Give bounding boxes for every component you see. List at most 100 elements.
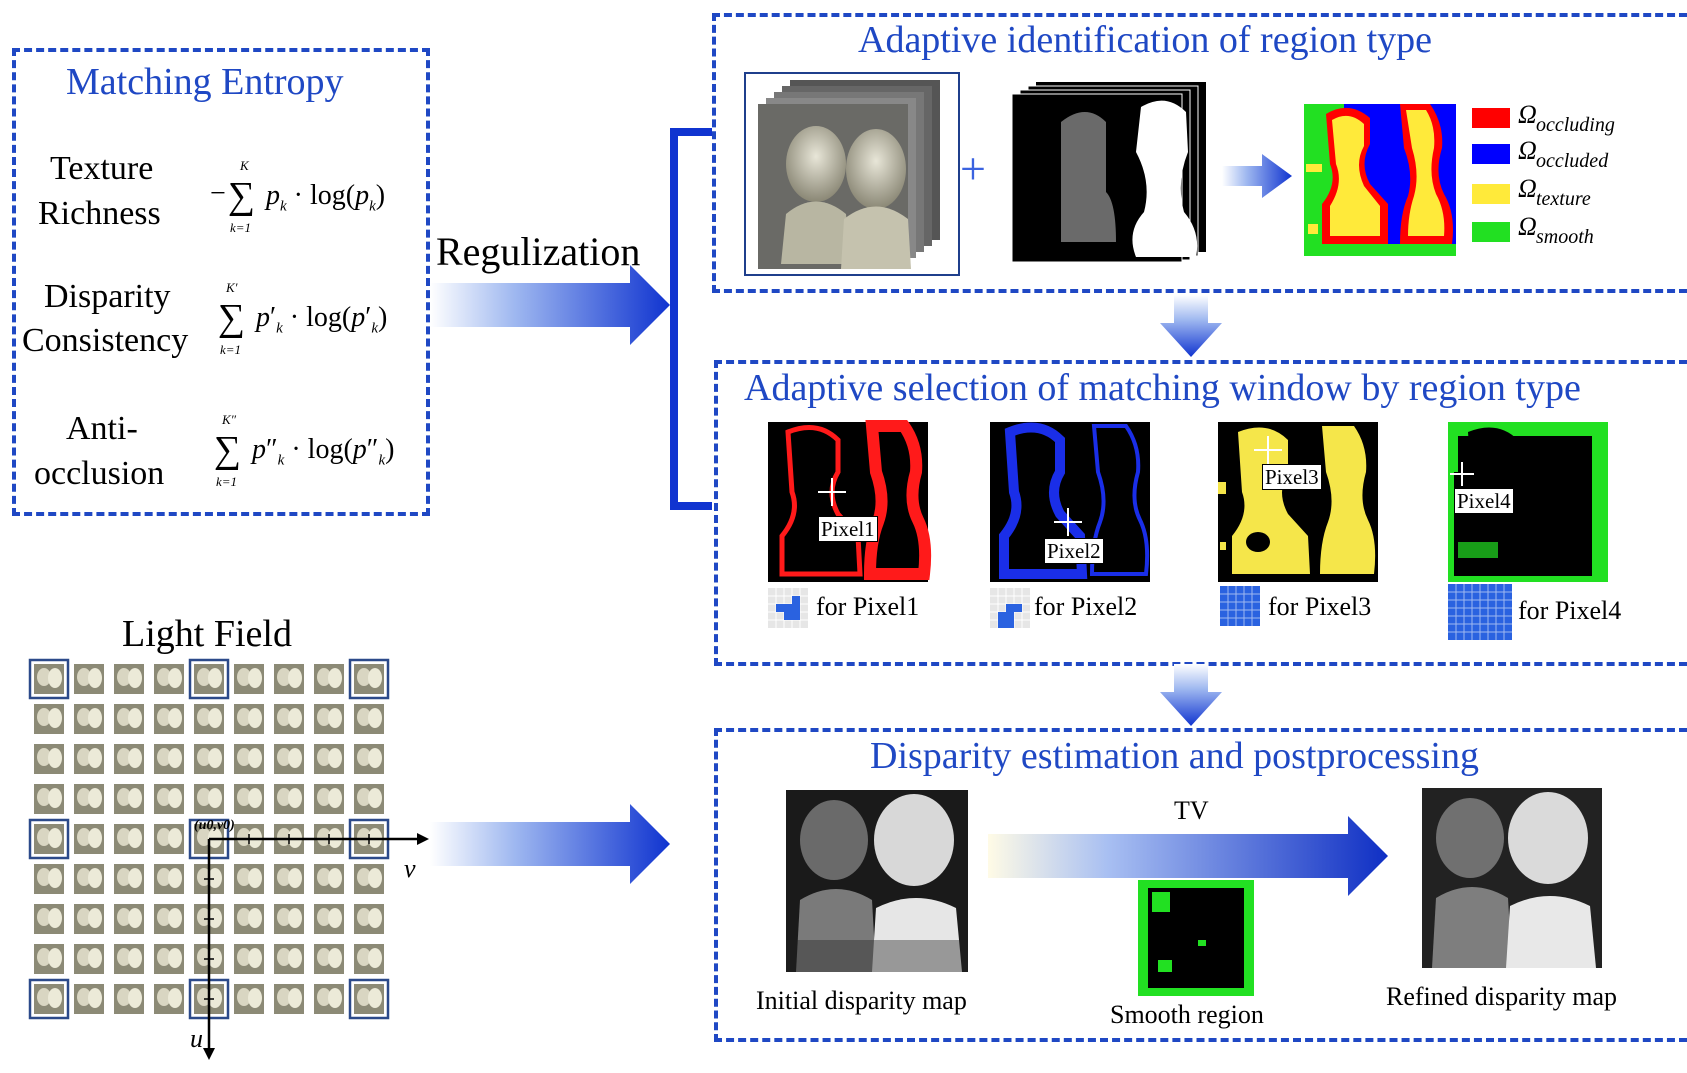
- thumbnail-statue-right: [328, 788, 342, 808]
- thumbnail-statue-left: [37, 988, 51, 1006]
- thumbnail-statue-right: [288, 668, 302, 688]
- thumbnail-statue-left: [37, 668, 51, 686]
- tv-label: TV: [1174, 796, 1209, 825]
- plus-sign: +: [960, 143, 986, 194]
- thumbnail-statue-left: [197, 788, 211, 806]
- thumbnail-statue-left: [237, 988, 251, 1006]
- anti-occlusion-label-2: occlusion: [34, 455, 165, 492]
- thumbnail-statue-right: [288, 788, 302, 808]
- pixel3-window-icon: [1220, 586, 1260, 626]
- thumbnail-statue-right: [128, 908, 142, 928]
- tv-arrow: [988, 816, 1388, 896]
- thumbnail-statue-left: [117, 748, 131, 766]
- thumbnail-statue-right: [168, 908, 182, 928]
- thumbnail-statue-right: [48, 748, 62, 768]
- thumbnail-statue-right: [208, 948, 222, 968]
- thumbnail-statue-right: [88, 828, 102, 848]
- thumbnail-statue-left: [277, 788, 291, 806]
- thumbnail-statue-right: [88, 948, 102, 968]
- thumbnail-statue-right: [368, 668, 382, 688]
- axis-v-label: v: [404, 854, 416, 883]
- selected-view-frame: [348, 658, 390, 700]
- thumbnail-statue-right: [48, 828, 62, 848]
- thumbnail-statue-right: [88, 748, 102, 768]
- thumbnail-statue-left: [277, 948, 291, 966]
- pixel4-window-icon: [1448, 584, 1512, 640]
- thumbnail-statue-left: [117, 828, 131, 846]
- thumbnail-statue-left: [317, 948, 331, 966]
- thumbnail-statue-right: [368, 988, 382, 1008]
- thumbnail-statue-left: [277, 668, 291, 686]
- thumbnail-statue-right: [128, 828, 142, 848]
- thumbnail-statue-right: [248, 988, 262, 1008]
- thumbnail-statue-left: [117, 908, 131, 926]
- legend-occluding: Ω occluding: [1472, 100, 1672, 138]
- thumbnail-statue-right: [368, 868, 382, 888]
- thumbnail-statue-left: [277, 828, 291, 846]
- thumbnail-statue-left: [157, 868, 171, 886]
- thumbnail-statue-right: [208, 868, 222, 888]
- bracket-connector: [670, 128, 712, 510]
- u-axis-arrowhead: [203, 1048, 215, 1060]
- mask-image-stack: [1006, 82, 1206, 263]
- legend-symbol-texture: Ω: [1518, 174, 1537, 203]
- initial-disparity-map: [786, 790, 968, 972]
- thumbnail-statue-left: [77, 948, 91, 966]
- thumbnail-statue-left: [317, 748, 331, 766]
- selected-view-frame: [188, 658, 230, 700]
- thumbnail-statue-right: [328, 948, 342, 968]
- thumbnail-statue-left: [37, 788, 51, 806]
- thumbnail-statue-right: [48, 908, 62, 928]
- smooth-region-image: [1138, 880, 1254, 996]
- pixel4-caption: for Pixel4: [1518, 596, 1622, 625]
- thumbnail-statue-right: [168, 668, 182, 688]
- thumbnail-statue-right: [168, 868, 182, 888]
- down-arrow-1: [1160, 295, 1222, 357]
- thumbnail-statue-left: [357, 908, 371, 926]
- thumbnail-statue-left: [357, 828, 371, 846]
- axis-u-label: u: [190, 1024, 203, 1053]
- thumbnail-statue-right: [328, 668, 342, 688]
- thumbnail-statue-left: [157, 668, 171, 686]
- thumbnail-statue-left: [317, 828, 331, 846]
- thumbnail-statue-right: [168, 828, 182, 848]
- thumbnail-statue-left: [157, 908, 171, 926]
- thumbnail-statue-right: [368, 788, 382, 808]
- thumbnail-statue-left: [317, 908, 331, 926]
- thumbnail-statue-right: [248, 948, 262, 968]
- pixel2-caption: for Pixel2: [1034, 592, 1138, 621]
- thumbnail-statue-right: [288, 908, 302, 928]
- initial-disparity-label: Initial disparity map: [756, 986, 967, 1015]
- thumbnail-statue-left: [357, 748, 371, 766]
- texture-richness-label-1: Texture: [50, 150, 154, 187]
- disparity-consistency-label-2: Consistency: [22, 322, 189, 359]
- thumbnail-statue-left: [77, 908, 91, 926]
- thumbnail-statue-right: [208, 748, 222, 768]
- thumbnail-statue-left: [317, 868, 331, 886]
- thumbnail-statue-left: [197, 868, 211, 886]
- thumbnail-statue-right: [128, 708, 142, 728]
- thumbnail-statue-left: [77, 668, 91, 686]
- thumbnail-statue-right: [88, 788, 102, 808]
- thumbnail-statue-right: [48, 668, 62, 688]
- thumbnail-statue-right: [208, 908, 222, 928]
- disparity-title: Disparity estimation and postprocessing: [870, 735, 1479, 777]
- thumbnail-statue-left: [277, 708, 291, 726]
- thumbnail-statue-right: [248, 908, 262, 928]
- refined-disparity-label: Refined disparity map: [1386, 982, 1618, 1011]
- thumbnail-statue-left: [37, 908, 51, 926]
- thumbnail-statue-right: [168, 988, 182, 1008]
- pixel2-label: Pixel2: [1044, 538, 1104, 564]
- v-axis-arrowhead: [417, 833, 429, 845]
- thumbnail-statue-right: [48, 988, 62, 1008]
- thumbnail-statue-right: [208, 988, 222, 1008]
- thumbnail-statue-left: [157, 828, 171, 846]
- region-type-map: [1304, 104, 1456, 256]
- thumbnail-statue-left: [237, 668, 251, 686]
- thumbnail-statue-right: [88, 868, 102, 888]
- thumbnail-statue-left: [197, 828, 211, 846]
- thumbnail-statue-left: [37, 828, 51, 846]
- thumbnail-statue-right: [168, 708, 182, 728]
- thumbnail-statue-left: [157, 708, 171, 726]
- thumbnail-statue-left: [317, 708, 331, 726]
